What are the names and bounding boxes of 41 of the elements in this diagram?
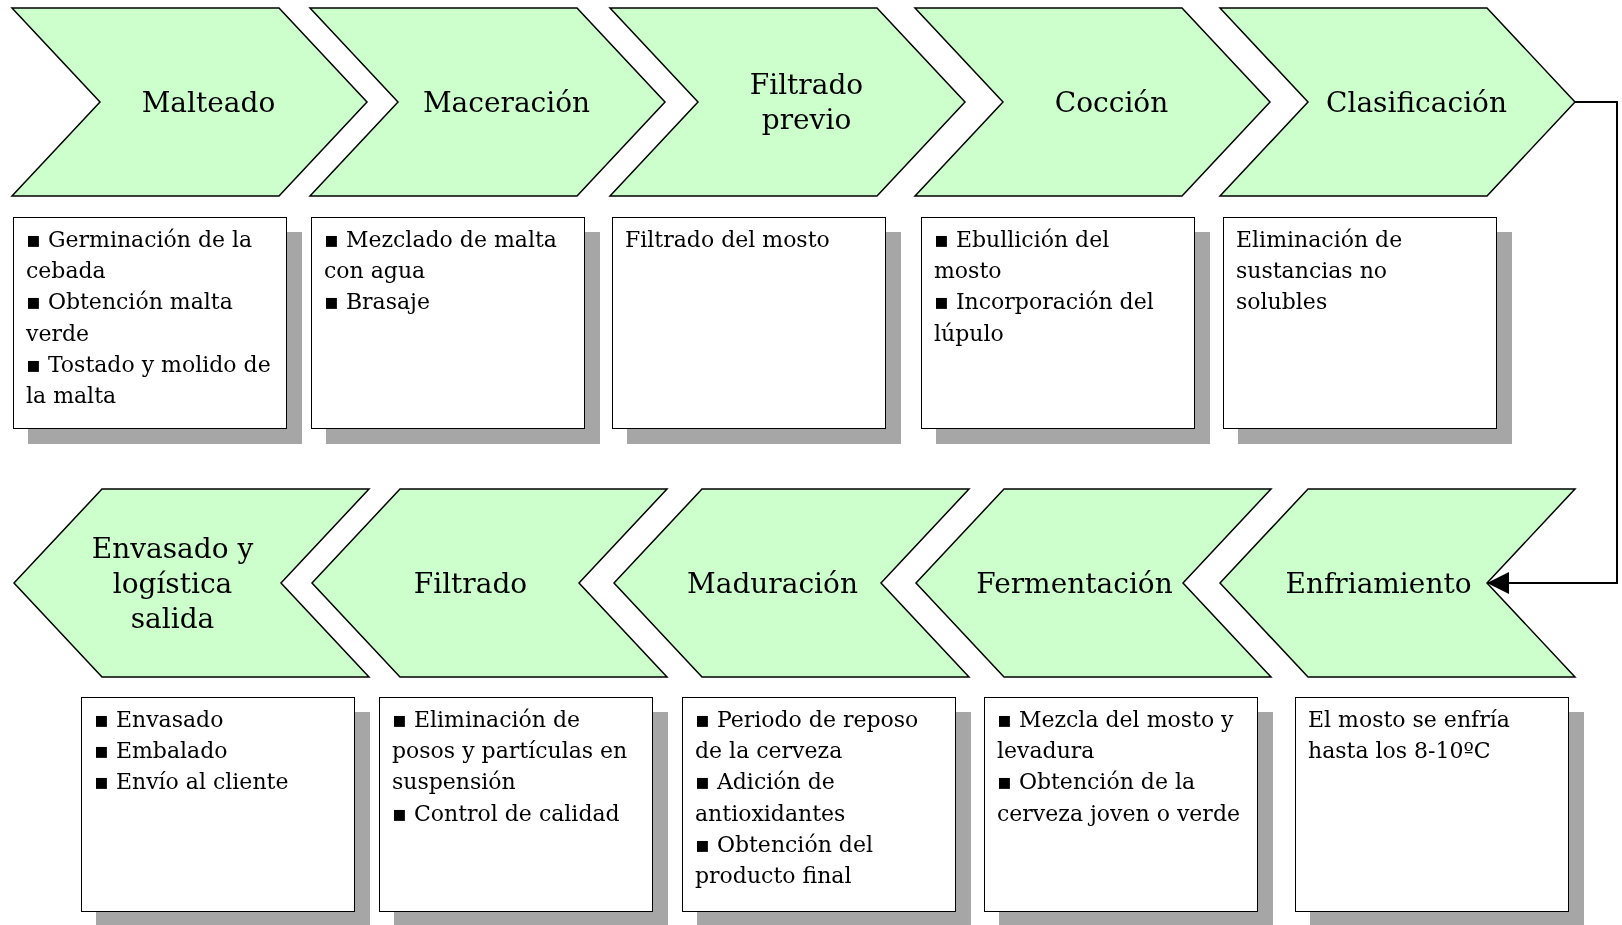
- description-text: Filtrado del mosto: [625, 226, 831, 254]
- chevron-step: [916, 489, 1271, 677]
- description-text: ▪ Incorporación del lúpulo: [934, 288, 1155, 348]
- chevron-step: [610, 8, 965, 196]
- description-text: Eliminación de sustancias no solubles: [1236, 226, 1404, 317]
- chevron-step: [1220, 489, 1575, 677]
- description-text: ▪ Periodo de reposo de la cerveza: [695, 706, 920, 766]
- chevron-step: [12, 8, 367, 196]
- description-text: El mosto se enfría hasta los 8-10ºC: [1308, 706, 1511, 766]
- step-title: Filtrado previo: [748, 67, 865, 137]
- description-text: ▪ Envasado: [94, 706, 225, 734]
- connector-arrow: [1486, 101, 1618, 594]
- description-text: ▪ Envío al cliente: [94, 768, 290, 797]
- step-title: Enfriamiento: [1285, 565, 1472, 601]
- description-text: ▪ Mezclado de malta con agua: [324, 226, 558, 286]
- chevron-step: [312, 489, 667, 677]
- description-text: ▪ Obtención de la cerveza joven o verde: [997, 768, 1241, 828]
- description-text: ▪ Tostado y molido de la malta: [26, 350, 272, 411]
- step-title: Cocción: [1054, 84, 1169, 120]
- step-title: Envasado y logística salida: [90, 530, 255, 636]
- chevron-step: [614, 489, 969, 677]
- step-title: Maceración: [422, 84, 591, 120]
- description-text: ▪ Control de calidad: [392, 799, 621, 828]
- step-title: Filtrado: [413, 565, 528, 601]
- step-title: Clasificación: [1326, 84, 1507, 120]
- description-text: ▪ Brasaje: [324, 288, 431, 317]
- description-text: ▪ Germinación de la cebada: [26, 226, 254, 286]
- step-title: Maduración: [687, 565, 858, 601]
- step-title: Malteado: [141, 84, 276, 120]
- chevron-step: [310, 8, 665, 196]
- description-text: ▪ Embalado: [94, 737, 229, 766]
- step-title: Fermentación: [976, 565, 1173, 601]
- description-text: ▪ Adición de antioxidantes: [695, 768, 847, 828]
- chevron-step: [915, 8, 1270, 196]
- description-text: ▪ Ebullición del mosto: [934, 226, 1111, 286]
- description-text: ▪ Obtención malta verde: [26, 288, 234, 348]
- description-text: ▪ Obtención del producto final: [695, 830, 874, 891]
- description-text: ▪ Eliminación de posos y partículas en suspensión: [392, 706, 629, 797]
- chevron-step: [1220, 8, 1575, 196]
- description-text: ▪ Mezcla del mosto y levadura: [997, 706, 1235, 766]
- chevron-step: [14, 489, 369, 677]
